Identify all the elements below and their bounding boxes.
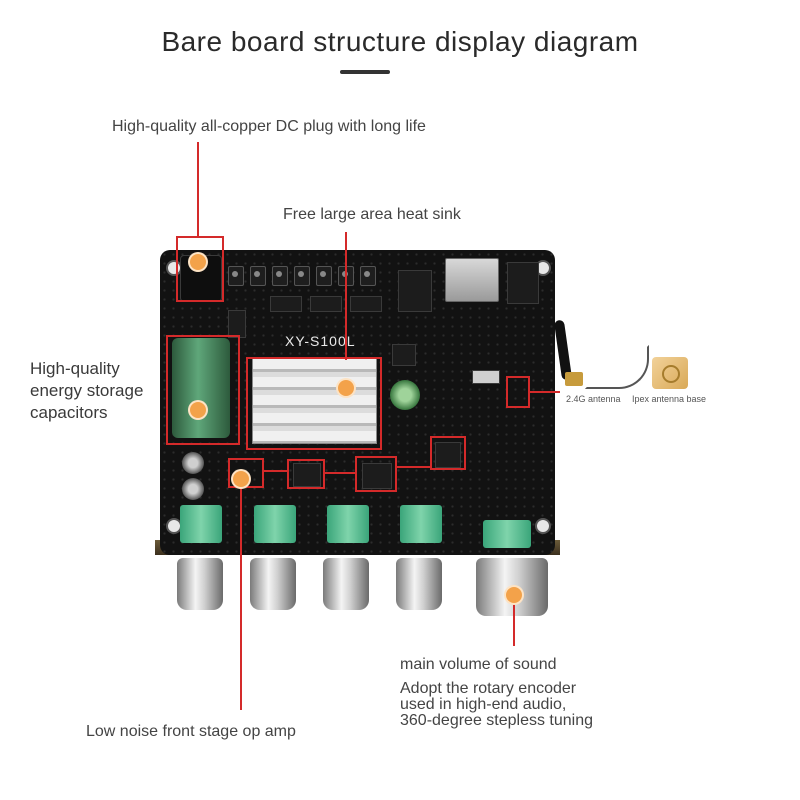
screw-terminal [316,266,332,286]
smd-chip [350,296,382,312]
screw-terminal [360,266,376,286]
potentiometer [327,505,369,543]
opamp-highlight [355,456,397,492]
antenna-label: 2.4G antenna [566,394,621,404]
volume-leader [513,600,515,646]
smd-chip [270,296,302,312]
connector-line [530,391,560,393]
dc-plug-highlight [176,236,224,302]
tone-knob [177,558,223,610]
heatsink-marker [338,380,354,396]
opamp-highlight [287,459,325,489]
energy-storage-capacitor [172,338,230,438]
smd-chip [392,344,416,366]
audio-jack [398,270,432,312]
tone-knob [323,558,369,610]
smd-chip [228,310,246,338]
screw-terminal [228,266,244,286]
heatsink-leader [345,232,347,360]
diagram-title: Bare board structure display diagram [161,26,639,57]
screw-terminal [294,266,310,286]
dc-plug-label: High-quality all-copper DC plug with lon… [112,118,426,135]
capacitors-label-line1: High-quality [30,359,120,378]
capacitors-label-line2: energy storage [30,381,144,400]
tone-knob [250,558,296,610]
volume-desc-line2: used in high-end audio, [400,696,567,713]
opamp-marker [233,471,249,487]
antenna-chip-highlight [506,376,530,408]
volume-title-label: main volume of sound [400,656,557,673]
heatsink-highlight [246,357,382,450]
usb-port [445,258,499,302]
volume-marker [506,587,522,603]
antenna-connector [565,372,583,386]
capacitors-label-line3: capacitors [30,403,108,422]
capacitor-marker [190,402,206,418]
board-model-label: XY-S100L [285,333,356,349]
aux-jack [507,262,539,304]
ipex-label: Ipex antenna base [632,394,707,404]
connector-line [264,470,287,472]
mounting-hole [535,518,551,534]
crystal [472,370,500,384]
op-amp-chip [435,442,461,468]
tone-knob [396,558,442,610]
potentiometer [400,505,442,543]
heatsink-label: Free large area heat sink [283,206,461,223]
opamp-highlight [228,458,264,488]
screw-terminal [250,266,266,286]
smd-chip [310,296,342,312]
potentiometer [180,505,222,543]
dc-plug-leader [197,142,199,238]
op-amp-chip [362,463,392,489]
connector-line [325,472,355,474]
small-capacitor [182,478,204,500]
ipex-cable [585,345,649,389]
rotary-encoder-body [483,520,531,548]
small-capacitor [182,452,204,474]
potentiometer [254,505,296,543]
ipex-connector [652,357,688,389]
dc-plug-marker [190,254,206,270]
connector-line [397,466,430,468]
green-capacitor [390,380,420,410]
op-amp-chip [293,463,321,487]
volume-desc-line1: Adopt the rotary encoder [400,680,577,697]
volume-desc-line3: 360-degree stepless tuning [400,712,594,729]
opamp-leader [240,488,242,710]
capacitor-highlight [166,335,240,445]
screw-terminal [272,266,288,286]
title-underline [340,70,390,74]
opamp-highlight [430,436,466,470]
op-amp-label: Low noise front stage op amp [86,723,296,740]
